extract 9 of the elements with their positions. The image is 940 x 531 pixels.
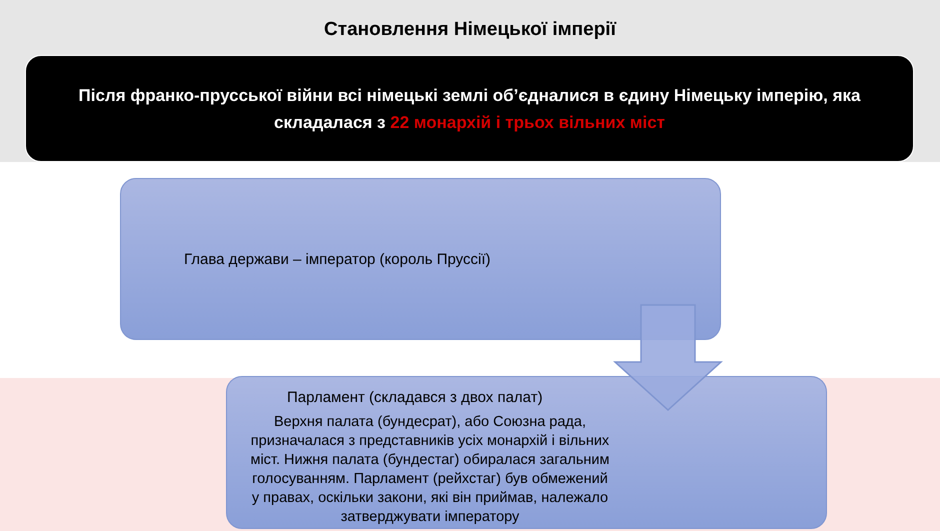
- box-text: Верхня палата (бундесрат), або Союзна рада, призначалася з представників усіх монархій і вільних міст. Нижня палата (бундестаг) обиралася загальним голосуванням. Парламент (рейхстаг) був обмежений у правах, оскільки закони, які він приймав, належало затверджувати імператору: [249, 413, 610, 527]
- box-text: Глава держави – імператор (король Пруссії): [184, 250, 490, 270]
- title: Становлення Німецької імперії: [323, 18, 618, 42]
- process-box: [120, 178, 721, 340]
- statement-box: [25, 55, 914, 162]
- statement-text: Після франко-прусської війни всі німецькі землі об’єдналися в єдину Німецьку імперію, яка складалася з 22 монархій і трьох вільних міст: [78, 84, 862, 134]
- box-heading: Парламент (складався з двох палат): [287, 388, 543, 408]
- process-box: [226, 376, 827, 529]
- block-arrow: [613, 304, 723, 412]
